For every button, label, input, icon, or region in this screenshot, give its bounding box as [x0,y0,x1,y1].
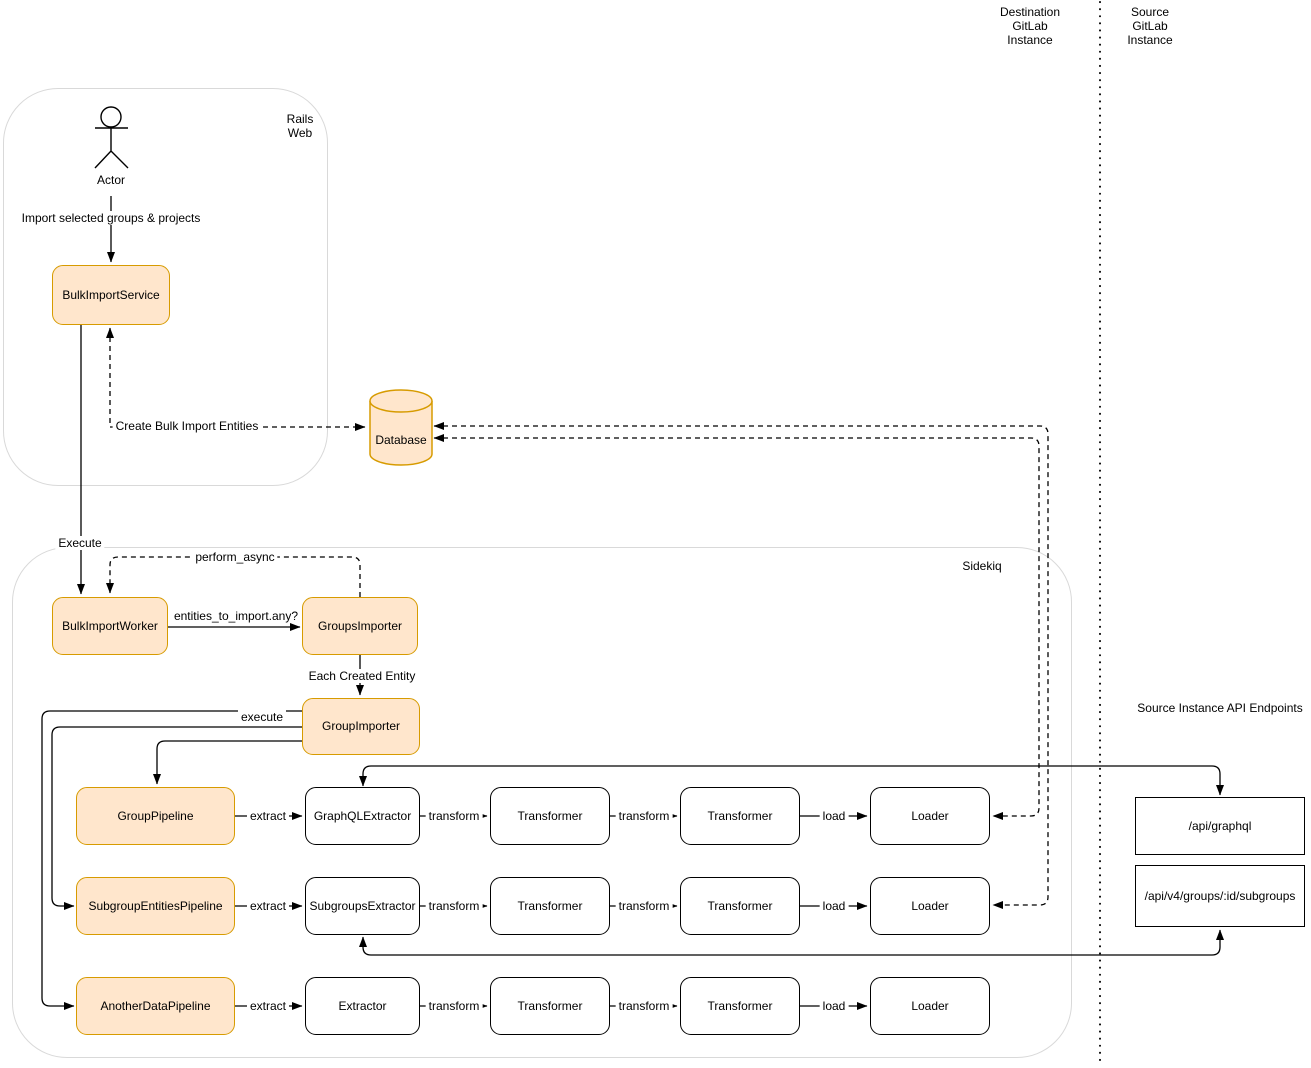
node-groups-importer: GroupsImporter [302,597,418,655]
node-transformer: Transformer [490,977,610,1035]
node-group-pipeline: GroupPipeline [76,787,235,845]
connector-service-database [106,327,366,431]
edge-label-transform: transform [615,899,673,913]
node-transformer: Transformer [680,977,800,1035]
edge-label-transform: transform [615,809,673,823]
database-label: Database [375,433,427,447]
connector-database-loader-row1 [433,434,1040,820]
edge-label-load: load [819,999,849,1013]
node-loader: Loader [870,977,990,1035]
connector-perform-async [106,556,361,597]
node-transformer: Transformer [490,877,610,935]
destination-instance-label: Destination GitLab Instance [999,5,1061,47]
edge-label-load: load [819,899,849,913]
edge-label-create-bulk-import-entities: Create Bulk Import Entities [112,419,262,433]
connector-execute-anotherdatapipeline [41,710,302,1010]
node-another-data-pipeline: AnotherDataPipeline [76,977,235,1035]
node-loader: Loader [870,877,990,935]
edge-label-perform-async: perform_async [192,550,278,564]
edge-label-each-created-entity: Each Created Entity [305,669,419,683]
connector-database-loader-row2 [433,422,1049,909]
edge-label-extract: extract [246,999,290,1013]
node-api-graphql-endpoint: /api/graphql [1135,797,1305,855]
edge-label-extract: extract [246,899,290,913]
actor-icon [94,106,129,169]
node-extractor: Extractor [305,977,420,1035]
edge-label-transform: transform [425,809,483,823]
node-subgroups-extractor: SubgroupsExtractor [305,877,420,935]
rails-web-container [3,88,328,486]
edge-label-transform: transform [615,999,673,1013]
node-transformer: Transformer [490,787,610,845]
node-transformer: Transformer [680,787,800,845]
edge-label-execute: Execute [55,536,105,550]
edge-label-transform: transform [425,999,483,1013]
node-graphql-extractor: GraphQLExtractor [305,787,420,845]
connector-execute-subgrouppipeline [51,726,302,910]
source-instance-label: Source GitLab Instance [1127,5,1173,47]
sidekiq-title: Sidekiq [962,559,1002,573]
edge-label-extract: extract [246,809,290,823]
node-loader: Loader [870,787,990,845]
node-bulk-import-service: BulkImportService [52,265,170,325]
node-group-importer: GroupImporter [302,698,420,755]
edge-label-execute-pipeline: execute [237,710,287,724]
edge-label-transform: transform [425,899,483,913]
node-bulk-import-worker: BulkImportWorker [52,597,168,655]
edge-label-entities-to-import: entities_to_import.any? [173,609,299,623]
connector-subgroupsextractor-api [359,929,1224,956]
connector-execute-grouppipeline [153,740,302,785]
actor-label: Actor [96,173,126,187]
edge-label-import-selected: Import selected groups & projects [18,211,204,225]
node-api-subgroups-endpoint: /api/v4/groups/:id/subgroups [1135,865,1305,927]
rails-web-title: Rails Web [286,112,314,140]
node-subgroup-entities-pipeline: SubgroupEntitiesPipeline [76,877,235,935]
api-endpoints-title: Source Instance API Endpoints [1137,701,1303,715]
node-transformer: Transformer [680,877,800,935]
database-icon [369,389,433,466]
edge-label-load: load [819,809,849,823]
